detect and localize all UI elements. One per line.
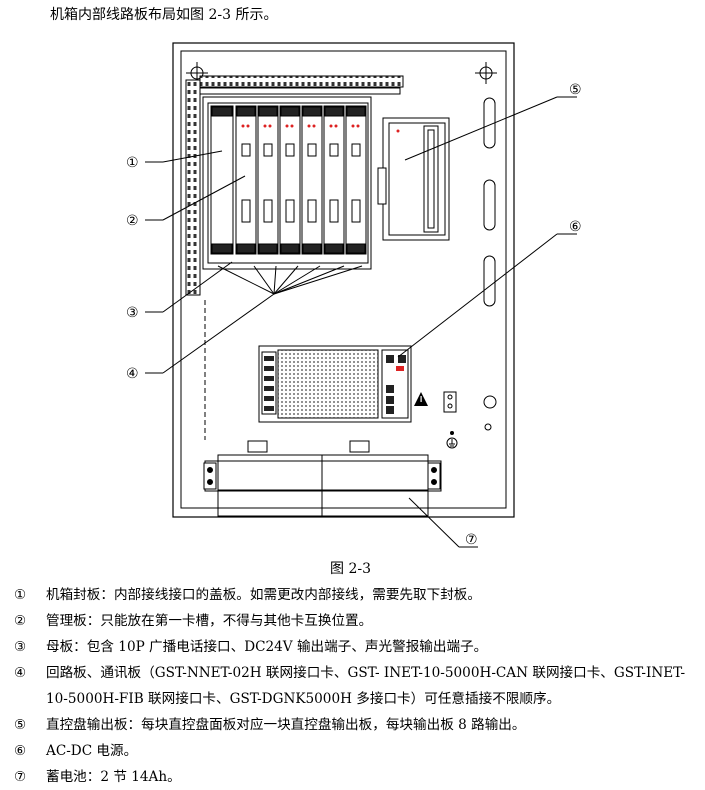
note-number: ⑥ — [14, 743, 27, 759]
ground-symbol-icon — [446, 431, 458, 449]
callout-1: ① — [126, 155, 139, 171]
legend-notes: ① 机箱封板：内部接线接口的盖板。如需更改内部接线，需要先取下封板。 ② 管理板… — [14, 582, 700, 790]
top-terminal-rail — [199, 75, 404, 88]
note-text: AC-DC 电源。 — [46, 743, 138, 759]
note-item: ⑤ 直控盘输出板：每块直控盘面板对应一块直控盘输出板，每块输出板 8 路输出。 — [14, 712, 700, 738]
right-ventilation-slots — [483, 97, 496, 307]
batteries — [203, 454, 442, 517]
note-number: ⑦ — [14, 769, 27, 785]
card-details — [211, 106, 366, 254]
note-number: ⑤ — [14, 717, 27, 733]
top-bracket — [199, 87, 401, 95]
warning-triangle-icon — [414, 392, 428, 406]
callout-labels: ① ② ③ ④ ⑤ ⑥ ⑦ — [126, 82, 582, 548]
intro-text: 机箱内部线路板布局如图 2-3 所示。 — [50, 7, 278, 23]
note-text: 母板：包含 10P 广播电话接口、DC24V 输出端子、声光警报输出端子。 — [46, 639, 488, 655]
card-slot-6 — [323, 105, 345, 255]
note-text: 机箱封板：内部接线接口的盖板。如需更改内部接线，需要先取下封板。 — [46, 587, 481, 603]
note-number: ④ — [14, 665, 27, 681]
battery-terminals — [247, 440, 370, 453]
card-area — [202, 96, 372, 270]
ac-dc-power-supply — [258, 345, 412, 423]
note-item: ② 管理板：只能放在第一卡槽，不得与其他卡互换位置。 — [14, 608, 700, 634]
callout-4: ④ — [126, 366, 139, 382]
note-item: ⑦ 蓄电池：2 节 14Ah。 — [14, 764, 700, 790]
card-slot-7 — [345, 105, 367, 255]
direct-control-output-board — [377, 117, 450, 241]
card-slot-2 — [235, 105, 257, 255]
note-item: ④ 回路板、通讯板（GST-NNET-02H 联网接口卡、GST- INET-1… — [14, 660, 700, 712]
callout-7: ⑦ — [465, 532, 478, 548]
cabinet-outline — [172, 42, 515, 518]
cable-hole-icon — [483, 395, 497, 431]
note-number: ① — [14, 587, 27, 603]
note-item: ① 机箱封板：内部接线接口的盖板。如需更改内部接线，需要先取下封板。 — [14, 582, 700, 608]
note-text: 管理板：只能放在第一卡槽，不得与其他卡互换位置。 — [46, 613, 373, 629]
callout-5: ⑤ — [569, 82, 582, 98]
callout-2: ② — [126, 213, 139, 229]
note-number: ③ — [14, 639, 27, 655]
figure-caption: 图 2-3 — [330, 561, 371, 577]
card-slot-5 — [301, 105, 323, 255]
hanging-hole-right — [475, 62, 497, 84]
card-slot-1 — [210, 105, 234, 255]
card-slot-4 — [279, 105, 301, 255]
note-number: ② — [14, 613, 27, 629]
cabinet-layout-diagram: ① ② ③ ④ ⑤ ⑥ ⑦ — [126, 42, 582, 548]
left-terminal-rail — [185, 79, 206, 440]
note-item: ③ 母板：包含 10P 广播电话接口、DC24V 输出端子、声光警报输出端子。 — [14, 634, 700, 660]
terminal-block — [443, 391, 457, 413]
card-slots — [210, 105, 367, 255]
card-slot-3 — [257, 105, 279, 255]
callout-leader-lines — [145, 96, 577, 548]
note-text: 直控盘输出板：每块直控盘面板对应一块直控盘输出板，每块输出板 8 路输出。 — [46, 717, 526, 733]
note-text: 回路板、通讯板（GST-NNET-02H 联网接口卡、GST- INET-10-… — [46, 665, 686, 707]
callout-3: ③ — [126, 305, 139, 321]
note-text: 蓄电池：2 节 14Ah。 — [46, 769, 181, 785]
callout-6: ⑥ — [569, 219, 582, 235]
note-item: ⑥ AC-DC 电源。 — [14, 738, 700, 764]
